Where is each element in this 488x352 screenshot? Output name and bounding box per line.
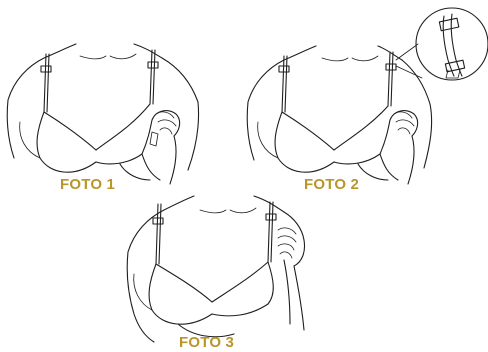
left-strap <box>44 54 46 112</box>
bra-strap-adjust-illustration <box>238 0 488 200</box>
right-cup <box>334 106 388 150</box>
torso-outline <box>248 46 316 102</box>
hand <box>284 212 305 266</box>
bra-strap-adjust-illustration <box>118 190 328 352</box>
strap-slider-zoom-icon <box>416 8 488 80</box>
right-strap <box>388 52 390 106</box>
right-cup <box>212 262 268 302</box>
foto-3-panel: FOTO 3 <box>118 190 328 352</box>
bra-strap-adjust-illustration <box>0 40 206 190</box>
right-strap <box>150 50 152 104</box>
foto-2-panel: FOTO 2 <box>238 0 488 200</box>
left-strap <box>282 56 284 112</box>
left-strap <box>156 204 158 264</box>
foto-3-caption: FOTO 3 <box>179 335 234 350</box>
right-strap <box>268 202 270 262</box>
foto-1-caption: FOTO 1 <box>60 177 115 192</box>
foto-1-panel: FOTO 1 <box>0 40 206 190</box>
hand <box>380 111 418 154</box>
hand <box>142 111 180 154</box>
right-cup <box>96 104 150 150</box>
